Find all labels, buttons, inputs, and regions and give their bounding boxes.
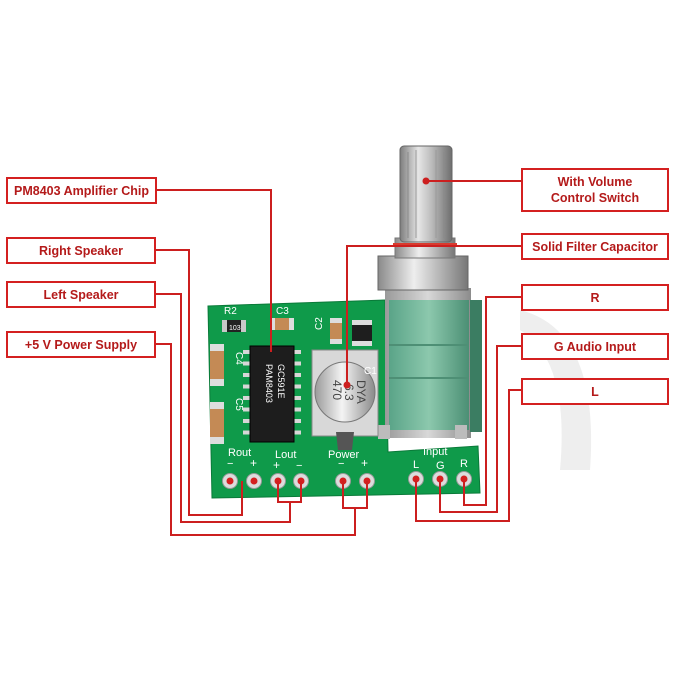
label-c4: C4 <box>233 352 244 365</box>
electrolytic-capacitor: 470 6.3 DYA <box>311 349 379 450</box>
chip-pin-left <box>243 361 250 366</box>
silkscreen-labels: R2 C3 C2 C4 C5 C1 Rout Lout Power Input … <box>224 306 468 472</box>
chip-pin-right <box>294 419 301 423</box>
solder-pads <box>222 471 472 489</box>
label-lout-minus: − <box>296 460 302 472</box>
amplifier-chip: PAM8403 GC591E <box>243 345 301 443</box>
leader-amplifier-chip <box>157 189 272 352</box>
label-rout-plus: + <box>250 456 257 470</box>
label-power-plus: + <box>361 456 368 470</box>
chip-marking-1: PAM8403 <box>264 364 274 403</box>
smd-capacitor-c5 <box>210 402 224 444</box>
leader-filter-capacitor <box>346 245 521 385</box>
label-power: Power <box>328 449 360 461</box>
chip-pin-right <box>294 373 301 377</box>
chip-pin-right <box>294 361 301 366</box>
callout-input-l: L <box>521 378 669 405</box>
label-c1: C1 <box>364 366 377 377</box>
smd-capacitor-c4 <box>210 344 224 386</box>
label-power-minus: − <box>338 458 344 470</box>
potentiometer <box>377 145 482 439</box>
chip-pin-left <box>243 396 250 400</box>
label-r2: R2 <box>224 306 237 317</box>
chip-pin-left <box>243 350 250 354</box>
leader-left-speaker <box>156 293 302 523</box>
label-in-g: G <box>436 460 445 472</box>
callout-input-r: R <box>521 284 669 311</box>
pad-input-l <box>408 471 424 487</box>
label-lout: Lout <box>275 449 296 461</box>
cap-voltage: 6.3 <box>342 384 356 401</box>
pad-input-r <box>456 471 472 487</box>
label-rout: Rout <box>228 447 251 459</box>
chip-pin-right <box>294 430 301 435</box>
leader-right-speaker <box>156 249 243 516</box>
chip-pin-right <box>294 407 301 412</box>
label-c2: C2 <box>314 317 325 330</box>
leader-input-r <box>463 296 521 506</box>
label-c3: C3 <box>276 306 289 317</box>
label-in-r: R <box>460 458 468 470</box>
leader-input-g <box>439 345 521 513</box>
chip-pin-right <box>294 384 301 389</box>
background-swoosh <box>520 310 592 470</box>
smd-capacitor-c3 <box>270 318 294 330</box>
smd-capacitor-c1 <box>352 320 372 346</box>
smd-resistor-r2: 103 <box>222 320 246 332</box>
label-lout-plus: + <box>273 458 280 472</box>
leader-lines <box>156 180 521 536</box>
leader-power-supply <box>156 343 368 536</box>
chip-pin-left <box>243 373 250 377</box>
callout-amplifier-chip: PM8403 Amplifier Chip <box>6 177 157 204</box>
chip-marking-2: GC591E <box>276 364 286 399</box>
label-input: Input <box>423 446 447 458</box>
capacitor-pointer-dot <box>343 381 351 389</box>
chip-pin-right <box>294 350 301 354</box>
label-c5: C5 <box>233 398 244 411</box>
chip-pin-left <box>243 430 250 435</box>
callout-right-speaker: Right Speaker <box>6 237 156 264</box>
smd-capacitor-c2 <box>330 318 342 344</box>
label-in-l: L <box>413 459 419 471</box>
callout-power-supply: +5 V Power Supply <box>6 331 156 358</box>
callout-filter-capacitor: Solid Filter Capacitor <box>521 233 669 260</box>
callout-input-g: G Audio Input <box>521 333 669 360</box>
resistor-code: 103 <box>229 325 241 332</box>
leader-input-l <box>415 389 521 522</box>
cap-brand: DYA <box>354 380 368 404</box>
callout-volume-switch: With Volume Control Switch <box>521 168 669 212</box>
knob-pointer-dot <box>422 177 430 185</box>
pad-rout-minus <box>222 473 238 489</box>
label-rout-minus: − <box>227 458 233 470</box>
chip-pin-left <box>243 384 250 389</box>
chip-pin-right <box>294 396 301 400</box>
pad-rout-plus <box>246 473 262 489</box>
chip-pin-left <box>243 407 250 412</box>
chip-pin-left <box>243 419 250 423</box>
cap-value: 470 <box>330 380 344 400</box>
callout-left-speaker: Left Speaker <box>6 281 156 308</box>
